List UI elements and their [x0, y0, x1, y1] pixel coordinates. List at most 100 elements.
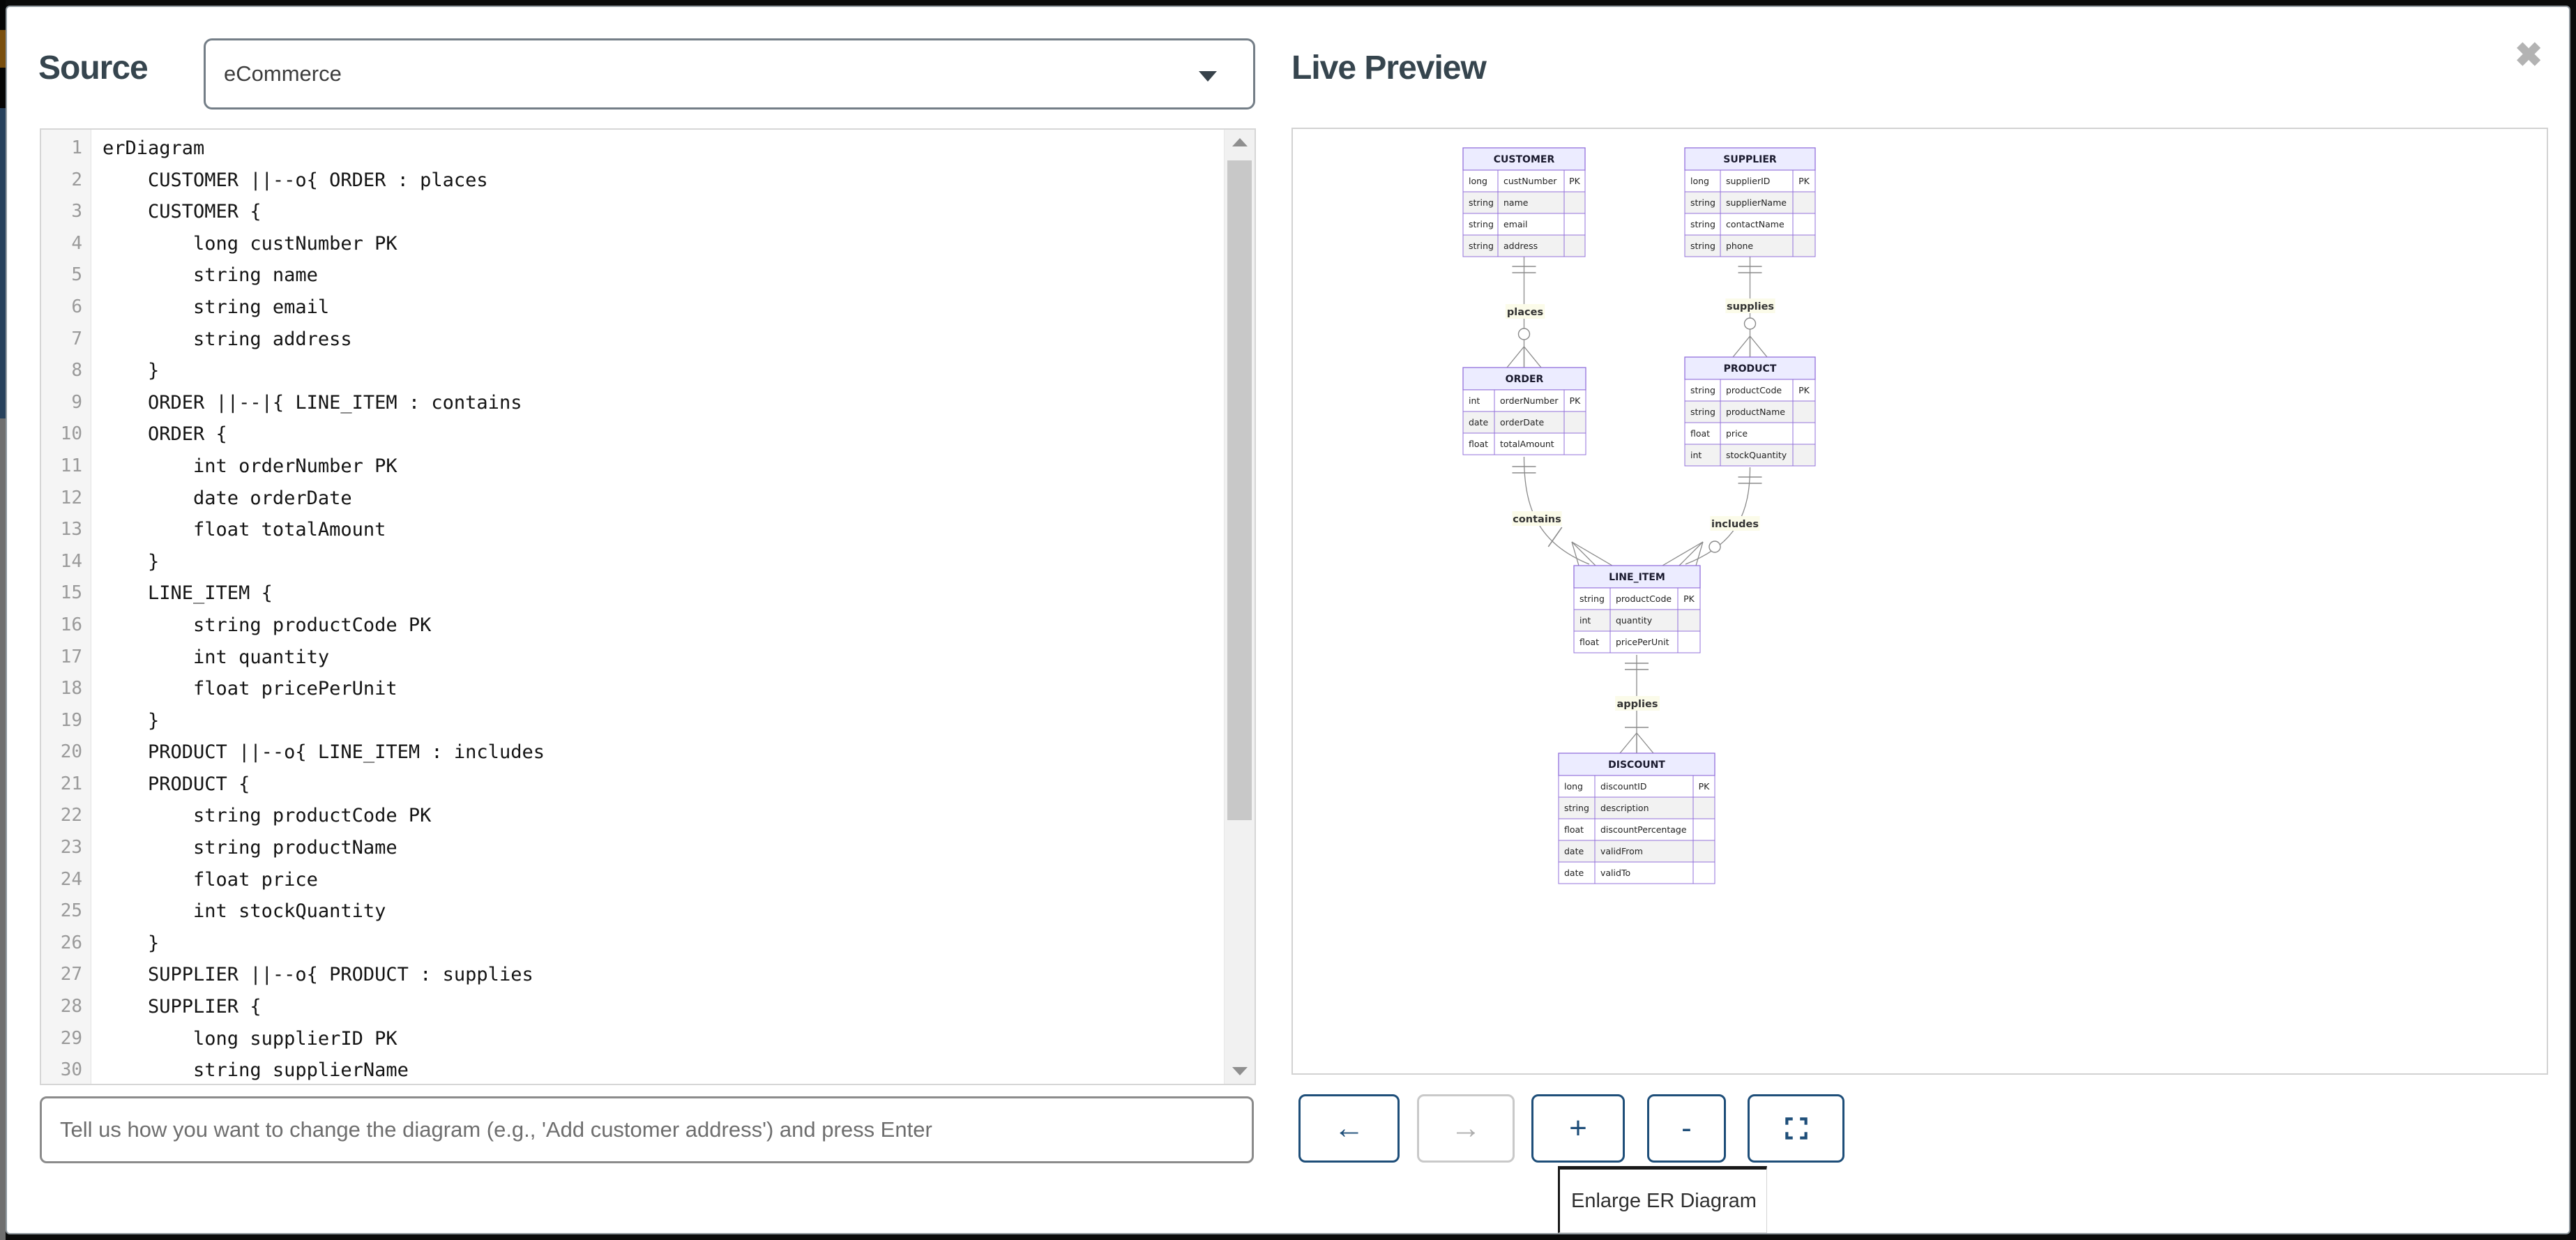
svg-text:PRODUCT: PRODUCT [1724, 363, 1777, 375]
svg-text:long: long [1690, 176, 1709, 186]
svg-text:places: places [1507, 307, 1543, 318]
svg-text:string: string [1564, 803, 1589, 813]
code-text[interactable]: erDiagram CUSTOMER ||--o{ ORDER : places… [103, 137, 545, 1082]
svg-text:contactName: contactName [1726, 219, 1785, 229]
editor-scrollbar[interactable] [1224, 130, 1255, 1084]
entity-ORDER: ORDER int orderNumber PK date orderDate float t… [1462, 367, 1586, 455]
svg-text:float: float [1469, 439, 1488, 449]
er-diagram-preview[interactable]: places supplies contains includes applies CUS… [1291, 128, 2548, 1075]
enlarge-tooltip: Enlarge ER Diagram [1558, 1166, 1767, 1233]
svg-text:string: string [1690, 219, 1715, 229]
svg-text:stockQuantity: stockQuantity [1726, 450, 1787, 460]
svg-text:PK: PK [1798, 385, 1810, 395]
svg-text:productCode: productCode [1616, 593, 1672, 604]
svg-text:date: date [1469, 417, 1488, 428]
svg-text:validFrom: validFrom [1600, 846, 1643, 856]
svg-text:quantity: quantity [1616, 615, 1653, 626]
scroll-up-arrow[interactable] [1232, 138, 1248, 146]
svg-text:string: string [1469, 241, 1494, 251]
zoom-in-button[interactable]: + [1531, 1094, 1625, 1163]
source-pane-title: Source [38, 50, 149, 86]
svg-text:orderNumber: orderNumber [1500, 395, 1559, 406]
svg-text:int: int [1469, 395, 1480, 406]
tooltip-text: Enlarge ER Diagram [1571, 1189, 1757, 1212]
plus-icon: + [1569, 1111, 1587, 1145]
svg-text:float: float [1564, 824, 1584, 835]
svg-text:PK: PK [1683, 593, 1695, 604]
svg-text:discountPercentage: discountPercentage [1600, 824, 1687, 835]
example-select[interactable]: eCommerce [204, 38, 1255, 109]
svg-text:LINE_ITEM: LINE_ITEM [1609, 572, 1665, 583]
forward-arrow-icon: → [1450, 1111, 1481, 1145]
chevron-down-icon [1199, 71, 1217, 82]
svg-text:PK: PK [1798, 176, 1810, 186]
svg-text:long: long [1469, 176, 1487, 186]
svg-text:name: name [1503, 197, 1529, 208]
svg-text:string: string [1690, 407, 1715, 417]
svg-text:productCode: productCode [1726, 385, 1782, 395]
svg-text:supplierName: supplierName [1726, 197, 1787, 208]
svg-text:includes: includes [1711, 519, 1759, 530]
preview-pane-title: Live Preview [1291, 50, 1487, 86]
background-strip-navy [0, 108, 6, 418]
svg-text:DISCOUNT: DISCOUNT [1608, 759, 1665, 771]
svg-text:string: string [1690, 197, 1715, 208]
zoom-out-button[interactable]: - [1647, 1094, 1726, 1163]
svg-text:email: email [1503, 219, 1527, 229]
forward-button[interactable]: → [1417, 1094, 1515, 1163]
svg-text:supplies: supplies [1727, 301, 1774, 312]
svg-text:ORDER: ORDER [1506, 374, 1544, 385]
svg-text:float: float [1579, 637, 1599, 647]
er-diagram-svg: places supplies contains includes applies CUS… [1462, 147, 1816, 884]
svg-text:date: date [1564, 868, 1584, 878]
svg-text:orderDate: orderDate [1500, 417, 1545, 428]
svg-text:description: description [1600, 803, 1649, 813]
close-icon[interactable]: ✖ [2515, 37, 2543, 74]
scrollbar-thumb[interactable] [1227, 160, 1252, 820]
svg-text:validTo: validTo [1600, 868, 1630, 878]
example-select-value: eCommerce [224, 61, 342, 86]
svg-text:applies: applies [1617, 699, 1658, 710]
relationship-includes: includes [1662, 467, 1762, 566]
svg-text:address: address [1503, 241, 1538, 251]
svg-text:price: price [1726, 428, 1748, 439]
relationship-supplies: supplies [1725, 257, 1775, 358]
svg-text:phone: phone [1726, 241, 1753, 251]
relationship-places: places [1505, 257, 1545, 368]
background-strip-orange [0, 30, 6, 68]
background-strip-gray [0, 418, 6, 1240]
svg-text:string: string [1469, 219, 1494, 229]
svg-text:float: float [1690, 428, 1710, 439]
svg-text:int: int [1690, 450, 1702, 460]
back-button[interactable]: ← [1298, 1094, 1400, 1163]
fullscreen-icon [1785, 1117, 1808, 1140]
back-arrow-icon: ← [1333, 1111, 1365, 1145]
svg-text:string: string [1690, 241, 1715, 251]
relationship-contains: contains [1512, 456, 1613, 566]
minus-icon: - [1681, 1111, 1692, 1145]
svg-text:custNumber: custNumber [1503, 176, 1557, 186]
svg-text:PK: PK [1570, 395, 1582, 406]
svg-text:int: int [1579, 615, 1591, 626]
svg-text:PK: PK [1699, 781, 1711, 792]
svg-text:totalAmount: totalAmount [1500, 439, 1554, 449]
fullscreen-button[interactable] [1748, 1094, 1844, 1163]
scroll-down-arrow[interactable] [1232, 1067, 1248, 1075]
svg-text:pricePerUnit: pricePerUnit [1616, 637, 1669, 647]
svg-text:string: string [1690, 385, 1715, 395]
svg-text:long: long [1564, 781, 1583, 792]
svg-text:contains: contains [1513, 514, 1561, 525]
svg-text:CUSTOMER: CUSTOMER [1494, 154, 1555, 165]
svg-text:string: string [1469, 197, 1494, 208]
background-strip-dark [0, 68, 6, 108]
diagram-change-prompt-input[interactable] [40, 1096, 1254, 1163]
relationship-applies: applies [1615, 655, 1660, 754]
svg-text:string: string [1579, 593, 1605, 604]
